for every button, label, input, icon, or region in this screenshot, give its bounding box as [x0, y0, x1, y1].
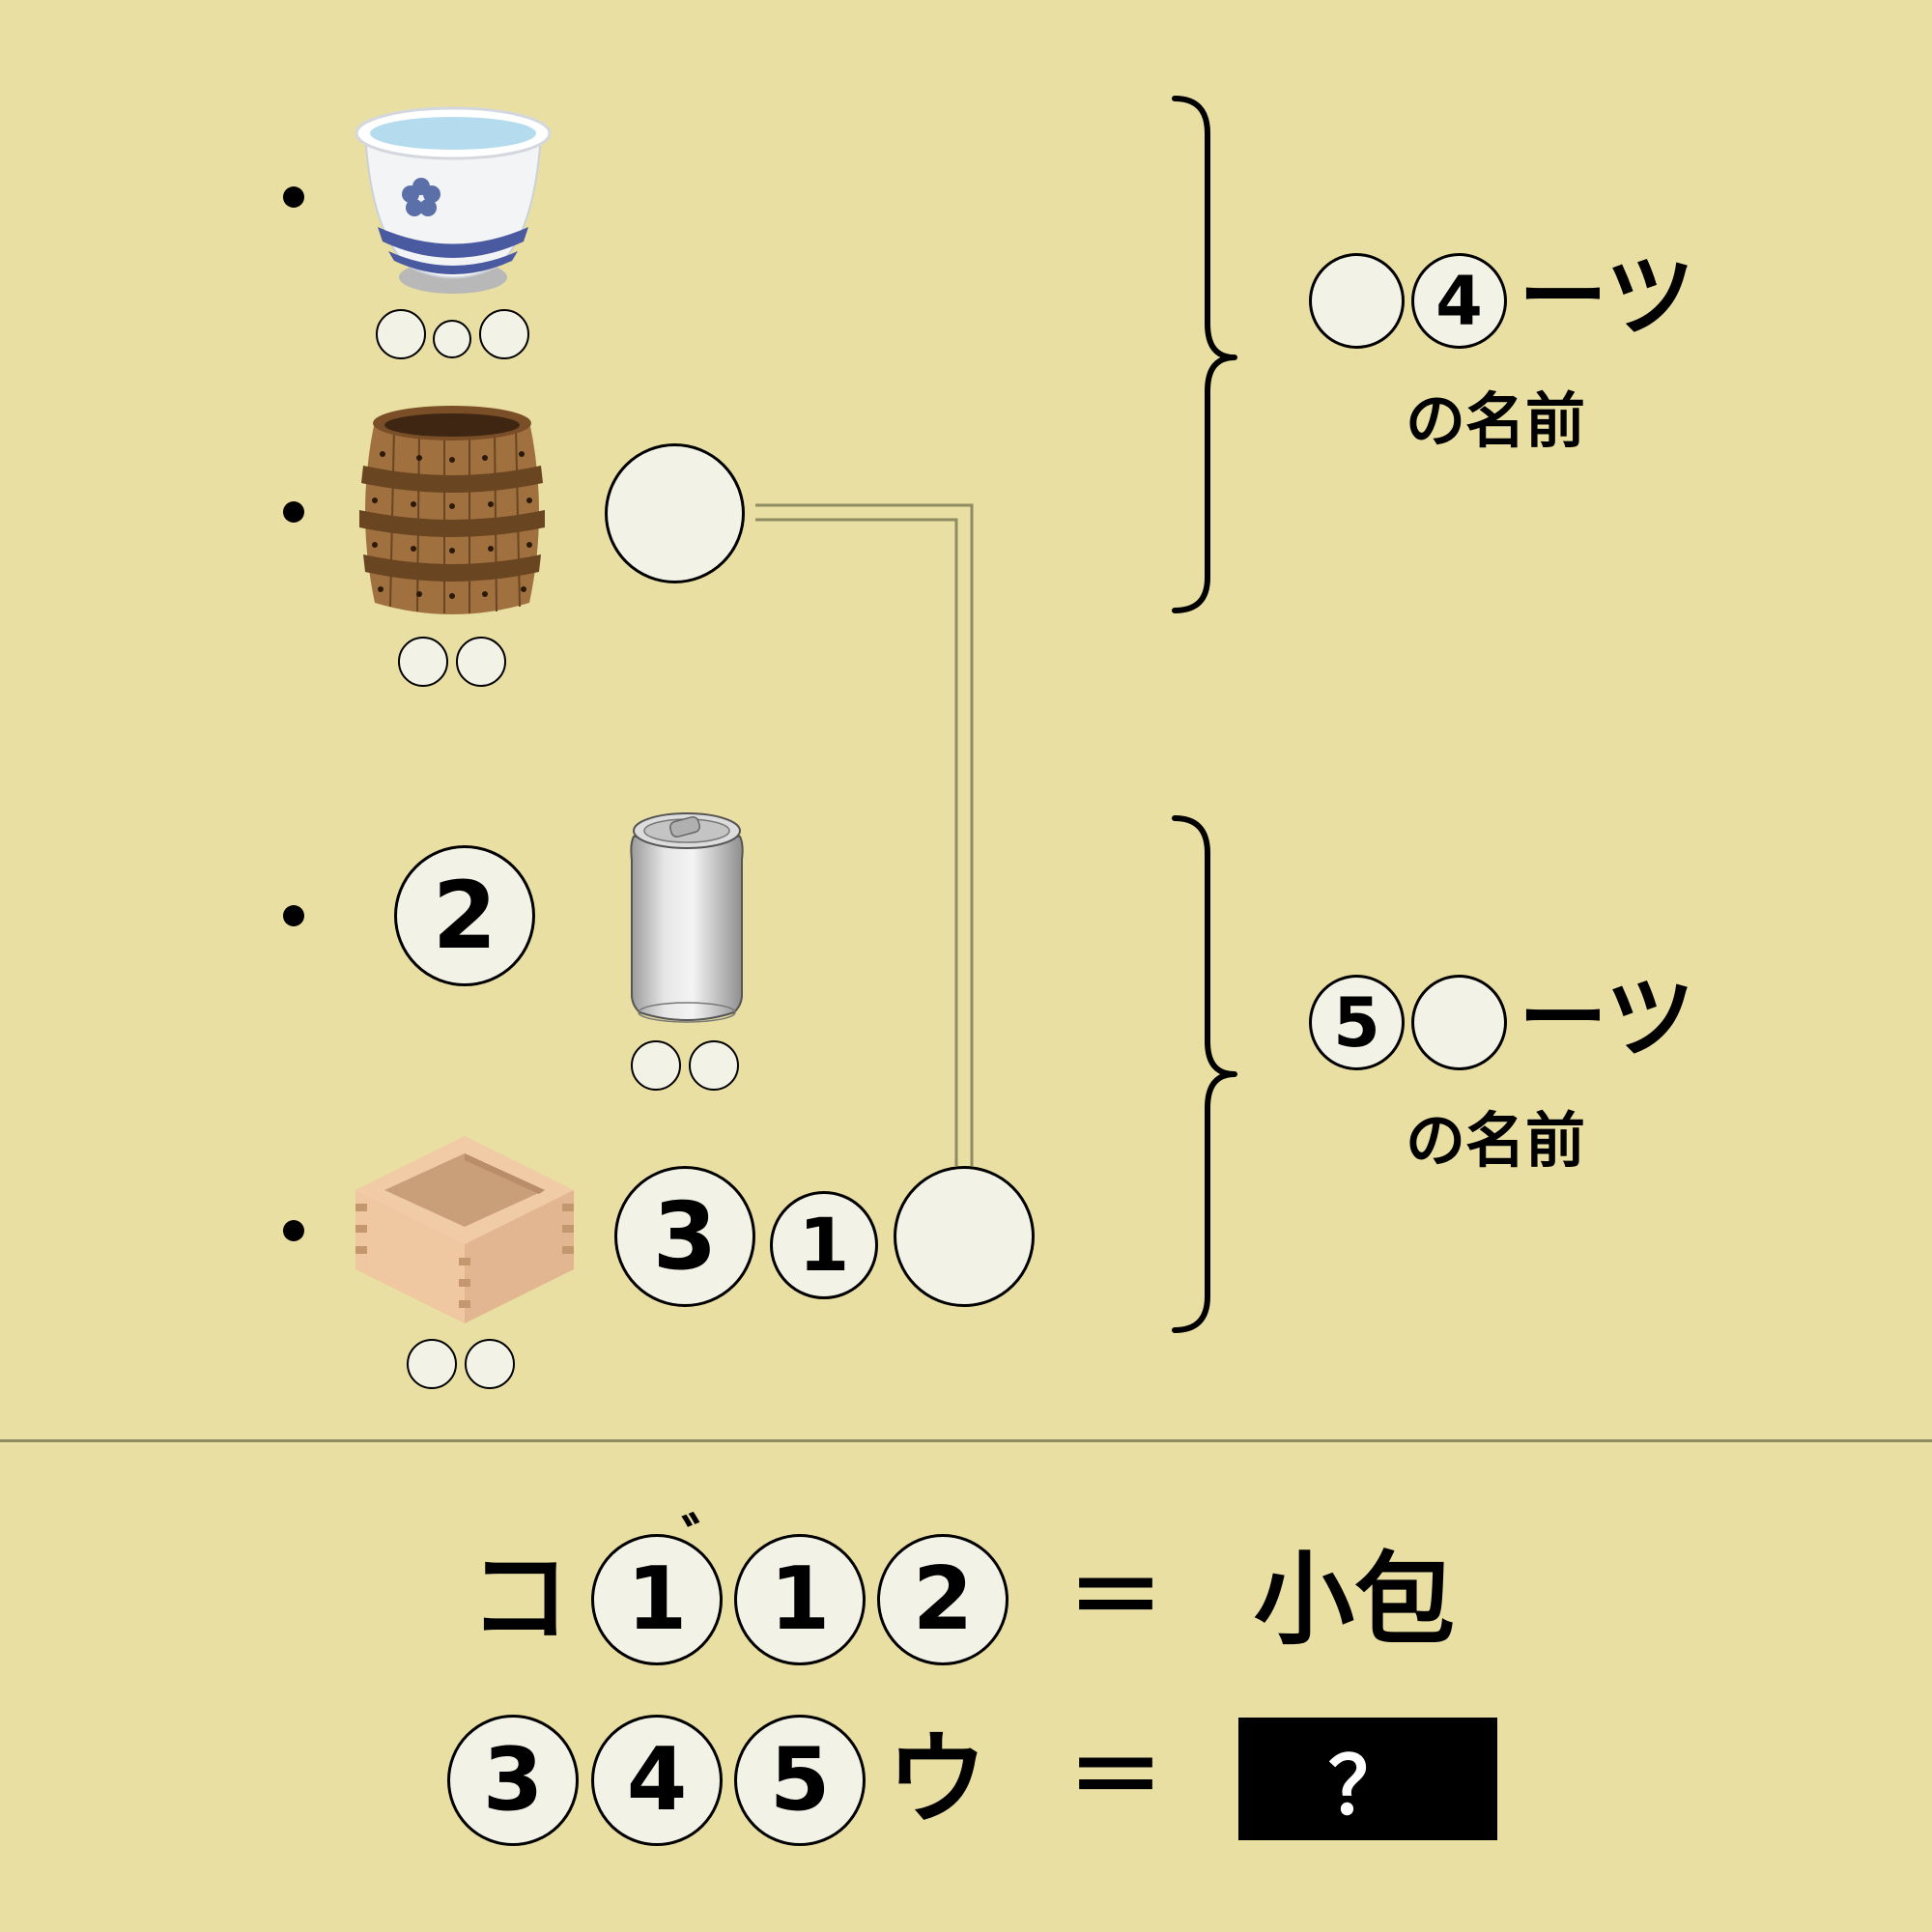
- answer-slot-cup-2[interactable]: [433, 320, 471, 358]
- sake-cup-icon: [355, 106, 552, 294]
- bullet-2: [283, 501, 304, 523]
- masu-box-icon: [355, 1136, 574, 1323]
- equation2-suffix: ウ: [887, 1720, 988, 1838]
- equation1-answer: 小包: [1254, 1541, 1456, 1659]
- pattern-suffix-1: ーツ: [1519, 245, 1695, 349]
- answer-slot-barrel-2[interactable]: [456, 637, 506, 687]
- bullet-1: [283, 186, 304, 208]
- pattern-suffix-2: ーツ: [1519, 967, 1695, 1070]
- beer-can-icon: [630, 812, 744, 1023]
- brace-top: [1172, 96, 1237, 613]
- answer-slot-cup-3[interactable]: [479, 309, 529, 359]
- pattern-blank-slot-2[interactable]: [1411, 975, 1507, 1070]
- answer-slot-barrel-1[interactable]: [398, 637, 448, 687]
- wooden-barrel-icon: [359, 406, 545, 614]
- equation1-dakuten: ゛: [682, 1508, 739, 1574]
- equation1-slot-1a: 1: [591, 1534, 723, 1665]
- number-slot-1: 1: [770, 1191, 878, 1299]
- equation2-slot-3: 3: [447, 1715, 579, 1846]
- pattern-slot-4: 4: [1411, 253, 1507, 349]
- equation1-prefix: コ: [469, 1539, 571, 1657]
- equation2-slot-5: 5: [734, 1715, 866, 1846]
- number-slot-3: 3: [614, 1166, 755, 1307]
- answer-slot-can-2[interactable]: [689, 1040, 739, 1091]
- equation1-slot-2: 2: [877, 1534, 1009, 1665]
- answer-slot-masu-1[interactable]: [407, 1339, 457, 1389]
- pattern-blank-slot-1[interactable]: [1309, 253, 1405, 349]
- connector-slot-bottom[interactable]: [894, 1166, 1035, 1307]
- answer-box[interactable]: ？: [1238, 1718, 1497, 1840]
- answer-slot-masu-2[interactable]: [465, 1339, 515, 1389]
- pattern-slot-5: 5: [1309, 975, 1405, 1070]
- bullet-4: [283, 1220, 304, 1241]
- equation1-slot-1b: 1: [734, 1534, 866, 1665]
- brace-bottom: [1172, 815, 1237, 1333]
- answer-slot-cup-1[interactable]: [376, 309, 426, 359]
- answer-question-mark: ？: [1327, 1741, 1407, 1833]
- number-slot-2: 2: [394, 845, 535, 986]
- answer-slot-can-1[interactable]: [631, 1040, 681, 1091]
- group-caption-1: の名前: [1406, 385, 1586, 456]
- equation2-equals: ＝: [1067, 1720, 1164, 1833]
- section-divider: [0, 1439, 1932, 1442]
- equation2-slot-4: 4: [591, 1715, 723, 1846]
- group-caption-2: の名前: [1406, 1105, 1586, 1176]
- connector-slot-top[interactable]: [605, 443, 745, 583]
- bullet-3: [283, 905, 304, 926]
- equation1-equals: ＝: [1067, 1541, 1164, 1654]
